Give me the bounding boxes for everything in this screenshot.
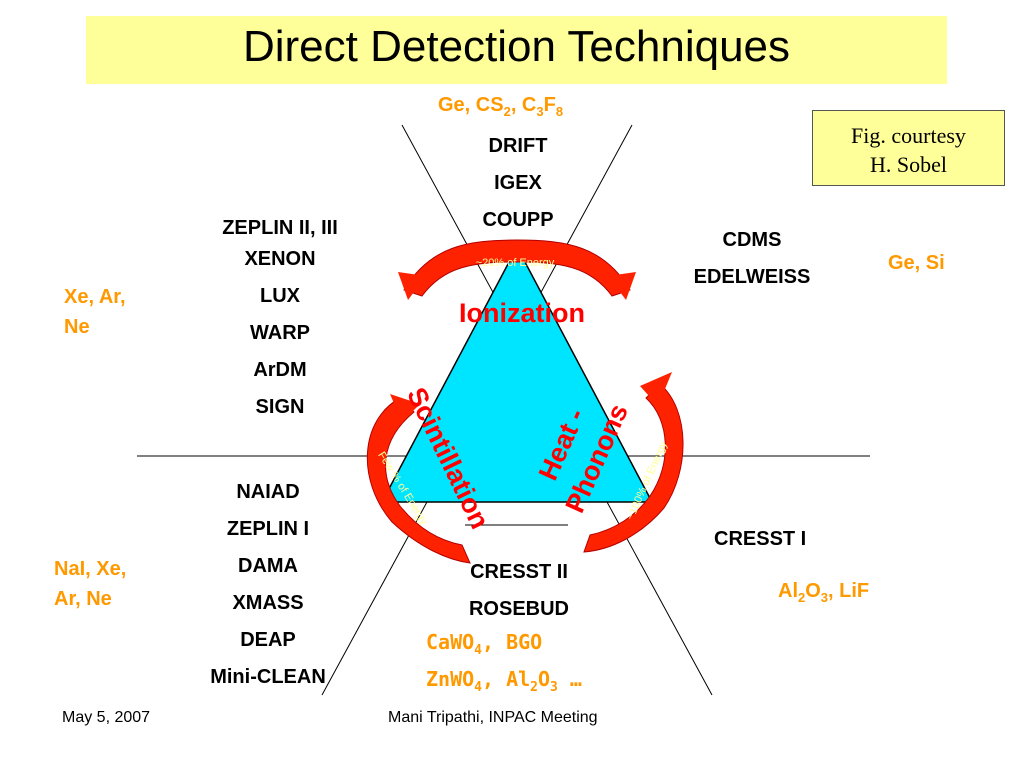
scintillation-arc-arrow — [366, 397, 471, 564]
experiment-warp: WARP — [250, 322, 310, 344]
experiment-sign: SIGN — [255, 396, 305, 418]
experiment-cresst-i: CRESST I — [714, 528, 807, 550]
figure-courtesy-box: Fig. courtesy H. Sobel — [812, 110, 1005, 186]
experiment-ardm: ArDM — [253, 359, 307, 381]
footer-date: May 5, 2007 — [62, 709, 151, 726]
bottom-materials-line-1: CaWO4, BGO — [426, 630, 543, 658]
scintillation-arrow-head-top — [390, 394, 420, 422]
experiment-dama: DAMA — [238, 555, 298, 577]
lower-left-experiment-list: NAIAD ZEPLIN I DAMA XMASS DEAP Mini-CLEA… — [178, 474, 358, 696]
experiment-cdms: CDMS — [722, 229, 782, 251]
bottom-materials-line-2: ZnWO4, Al2O3 … — [426, 667, 582, 695]
upper-left-experiment-list: ZEPLIN II, III XENON LUX WARP ArDM SIGN — [180, 216, 380, 426]
upper-right-materials: Ge, Si — [888, 252, 945, 274]
lower-right-materials: Al2O3, LiF — [778, 580, 870, 605]
top-experiment-list: DRIFT IGEX COUPP — [458, 128, 578, 239]
center-triangle — [380, 245, 654, 503]
ionization-arrow-head-left — [398, 272, 426, 300]
top-materials: Ge, CS2, C3F8 — [438, 94, 564, 119]
upper-left-materials: Xe, Ar, Ne — [64, 286, 126, 338]
experiment-zeplin-i: ZEPLIN I — [226, 518, 310, 540]
bottom-experiment-list: CRESST II ROSEBUD — [446, 554, 592, 628]
experiment-naiad: NAIAD — [236, 481, 300, 503]
experiment-rosebud: ROSEBUD — [468, 598, 569, 620]
page-title: Direct Detection Techniques — [242, 22, 791, 71]
heat-arrow-head-top — [640, 372, 672, 406]
experiment-drift: DRIFT — [488, 135, 548, 157]
experiment-xenon: XENON — [244, 248, 316, 270]
upper-right-experiment-list: CDMS EDELWEISS — [662, 222, 842, 296]
experiment-lux: LUX — [260, 285, 300, 307]
lower-left-materials: NaI, Xe, Ar, Ne — [54, 558, 127, 610]
ionization-arc-arrow — [403, 239, 631, 297]
experiment-coupp: COUPP — [482, 209, 554, 231]
experiment-xmass: XMASS — [232, 592, 304, 614]
experiment-edelweiss: EDELWEISS — [693, 266, 811, 288]
ionization-energy-label: ~20% of Energy — [476, 257, 555, 269]
courtesy-line-2: H. Sobel — [870, 152, 947, 177]
experiment-zeplin-ii-iii: ZEPLIN II, III — [222, 217, 338, 239]
experiment-mini-clean: Mini-CLEAN — [210, 666, 326, 688]
ionization-label: Ionization — [459, 298, 585, 328]
heat-arc-arrow — [583, 383, 684, 553]
ionization-arrow-head-right — [608, 272, 636, 300]
experiment-deap: DEAP — [240, 629, 296, 651]
title-banner: Direct Detection Techniques — [86, 16, 947, 84]
experiment-igex: IGEX — [494, 172, 542, 194]
footer-meeting: Mani Tripathi, INPAC Meeting — [388, 709, 598, 726]
experiment-cresst-ii: CRESST II — [470, 561, 568, 583]
courtesy-line-1: Fig. courtesy — [851, 123, 966, 148]
